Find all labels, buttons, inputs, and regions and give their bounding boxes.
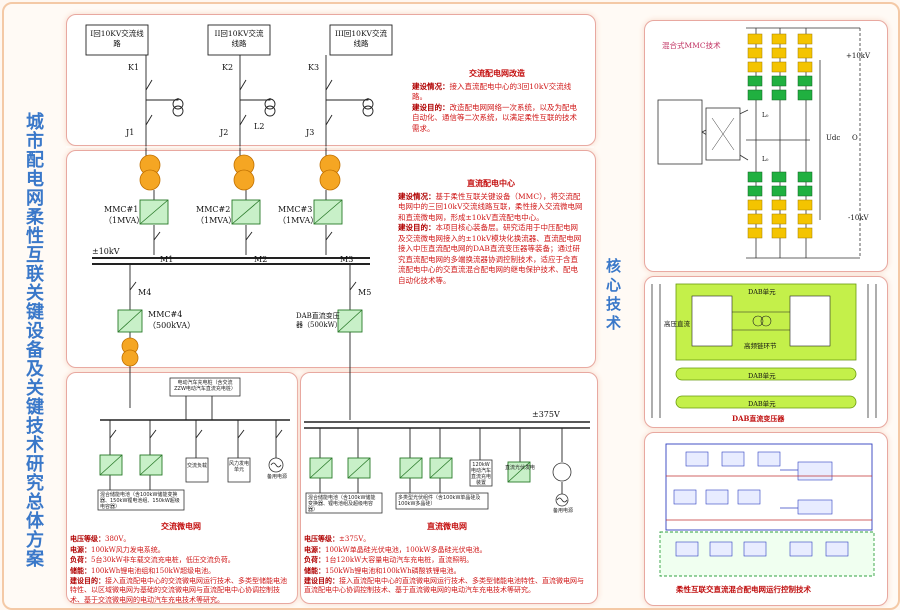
dab-label: DAB直流变压器（500kW） xyxy=(296,312,342,329)
m3-label: M3 xyxy=(340,255,354,264)
ac-microgrid-panel xyxy=(66,372,298,604)
j3-label: J3 xyxy=(306,128,315,137)
dab-tech-title: DAB直流变压器 xyxy=(732,414,785,423)
m5-label: M5 xyxy=(358,288,372,297)
dc-microgrid-title: 直流微电网 xyxy=(427,521,467,531)
ac-backup-label: 备用电源 xyxy=(266,474,287,480)
line3-label: III回10KV交流线路 xyxy=(335,29,387,48)
dc-multi-pv-label: 多类型光伏组件（含100kW单晶硅及100kW多晶硅） xyxy=(398,495,481,507)
dc-microgrid-description: 直流微电网 电压等级：±375V。 电源：100kW单晶硅光伏电池，100kW多… xyxy=(304,521,590,596)
m2-label: M2 xyxy=(254,255,268,264)
dc-pv-label: 直流光伏发电 xyxy=(504,465,535,471)
o-label: O xyxy=(852,134,858,142)
line1-label: I回10KV交流线路 xyxy=(90,29,144,48)
mmc3-capacity: （1MVA） xyxy=(278,216,319,225)
dab-unit-label-top: DAB单元 xyxy=(748,288,776,296)
m1-label: M1 xyxy=(160,255,174,264)
dab-unit-label-mid: DAB单元 xyxy=(748,372,776,380)
ac-microgrid-title: 交流微电网 xyxy=(161,521,201,531)
ac-storage-label: 混合储能电池（含100kW储能变换器、150kW锂电池组、150kW超级电容器） xyxy=(100,492,180,510)
mmc-tech-title: 混合式MMC技术 xyxy=(662,41,721,50)
plus10kv-label: +10kV xyxy=(846,52,871,60)
dc-ev-box-label: 120kW电动汽车直流充电装置 xyxy=(471,462,492,486)
k1-label: K1 xyxy=(128,63,140,72)
m4-label: M4 xyxy=(138,288,152,297)
mmc-tech-panel xyxy=(644,20,888,272)
line2-label: II回10KV交流线路 xyxy=(214,29,264,48)
hv-dc-label: 高压直流 xyxy=(664,320,690,328)
mmc2-capacity: （1MVA） xyxy=(196,216,237,225)
dc-backup-label: 备用电源 xyxy=(552,508,573,514)
ac-microgrid-description: 交流微电网 电压等级：380V。 电源：100kW风力发电系统。 负荷：5台30… xyxy=(70,521,292,605)
dc-center-title: 直流配电中心 xyxy=(467,178,515,188)
ac-reform-description: 交流配电网改造 建设情况：接入直流配电中心的3回10kV交流线路。 建设目的：改… xyxy=(412,68,582,134)
dc-storage-label: 混合储能电池（含100kW储能变换器、锂电池组及超级电容器） xyxy=(308,495,376,513)
ac-reform-title: 交流配电网改造 xyxy=(469,68,525,78)
dc-bus-label: ±10kV xyxy=(92,247,120,256)
mmc4-capacity: （500kVA） xyxy=(148,321,196,330)
mmc2-label: MMC#2 xyxy=(196,205,231,214)
j2-label: J2 xyxy=(220,128,229,137)
lo-label-2: L₀ xyxy=(762,156,769,163)
mmc3-label: MMC#3 xyxy=(278,205,313,214)
dc-center-description: 直流配电中心 建设情况：基于柔性互联关键设备（MMC），将交流配电网中的三回10… xyxy=(398,178,583,285)
vertical-title: 城市配电网柔性互联关键设备及关键技术研究总体方案 xyxy=(23,112,44,568)
l2-label: L2 xyxy=(254,122,265,131)
ac-load-label: 交流负载 xyxy=(187,463,208,469)
j1-label: J1 xyxy=(126,128,135,137)
udc-label: Udc xyxy=(826,134,841,142)
control-tech-title: 柔性互联交直流混合配电网运行控制技术 xyxy=(676,585,811,594)
k3-label: K3 xyxy=(308,63,320,72)
minus10kv-label: -10kV xyxy=(848,214,869,222)
core-tech-label: 核心技术 xyxy=(604,258,622,334)
mmc1-label: MMC#1 xyxy=(104,205,139,214)
dab-unit-label-bottom: DAB单元 xyxy=(748,400,776,408)
hf-link-label: 高频链环节 xyxy=(744,342,777,350)
k2-label: K2 xyxy=(222,63,234,72)
dc-micro-bus-label: ±375V xyxy=(532,410,560,419)
lo-label-1: L₀ xyxy=(762,112,769,119)
mmc4-label: MMC#4 xyxy=(148,310,183,319)
mmc1-capacity: （1MVA） xyxy=(104,216,145,225)
ev-charger-box-label: 电动汽车充电桩（含交流ZZW电动汽车直流充电桩） xyxy=(174,380,236,392)
wind-unit-label: 风力发电单元 xyxy=(229,461,250,473)
